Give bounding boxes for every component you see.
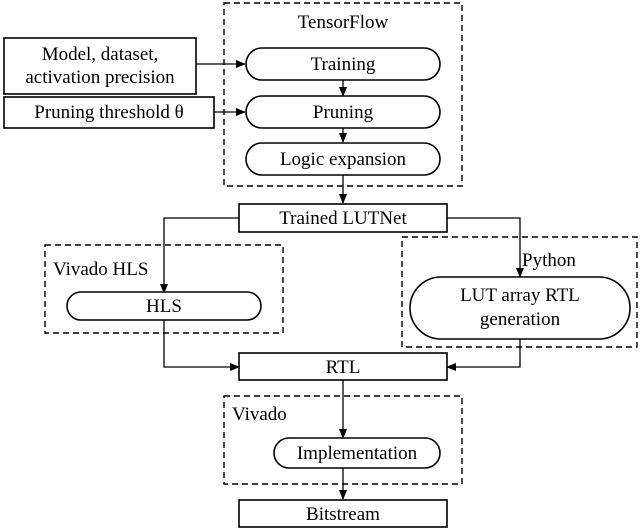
logic-expansion-step: Logic expansion bbox=[245, 142, 441, 176]
pruning-threshold-label: Pruning threshold θ bbox=[34, 102, 184, 123]
implementation-label: Implementation bbox=[297, 443, 418, 464]
edge-lut-array-to-rtl bbox=[446, 339, 521, 371]
implementation-step: Implementation bbox=[273, 437, 441, 469]
vivado-hls-group-label: Vivado HLS bbox=[53, 259, 148, 280]
training-step: Training bbox=[245, 47, 441, 81]
edge-lutnet-to-hls bbox=[160, 217, 239, 294]
rtl-box: RTL bbox=[238, 352, 448, 381]
python-group-label: Python bbox=[522, 250, 576, 271]
edge-hls-to-rtl bbox=[163, 320, 240, 371]
lut-array-rtl-label: LUT array RTL bbox=[460, 285, 580, 306]
hls-step: HLS bbox=[66, 291, 262, 321]
trained-lutnet-label: Trained LUTNet bbox=[279, 208, 407, 229]
rtl-label: RTL bbox=[326, 357, 361, 378]
bitstream-box: Bitstream bbox=[238, 499, 448, 528]
generation-label: generation bbox=[480, 309, 561, 330]
pruning-step: Pruning bbox=[245, 95, 441, 129]
connectors bbox=[160, 60, 524, 500]
activation-precision-label: activation precision bbox=[25, 67, 175, 88]
pruning-label: Pruning bbox=[313, 102, 374, 123]
training-label: Training bbox=[311, 54, 376, 75]
hls-label: HLS bbox=[146, 296, 182, 317]
bitstream-label: Bitstream bbox=[306, 504, 380, 525]
logic-expansion-label: Logic expansion bbox=[280, 149, 407, 170]
model-dataset-input: Model, dataset, activation precision bbox=[3, 37, 197, 95]
model-dataset-label: Model, dataset, bbox=[42, 44, 159, 65]
lut-array-rtl-step: LUT array RTL generation bbox=[409, 276, 631, 340]
pruning-threshold-input: Pruning threshold θ bbox=[3, 96, 215, 129]
tensorflow-group-label: TensorFlow bbox=[298, 12, 389, 33]
vivado-group-label: Vivado bbox=[232, 404, 287, 425]
trained-lutnet-box: Trained LUTNet bbox=[238, 203, 448, 233]
edge-lutnet-to-lut-array bbox=[447, 217, 524, 278]
